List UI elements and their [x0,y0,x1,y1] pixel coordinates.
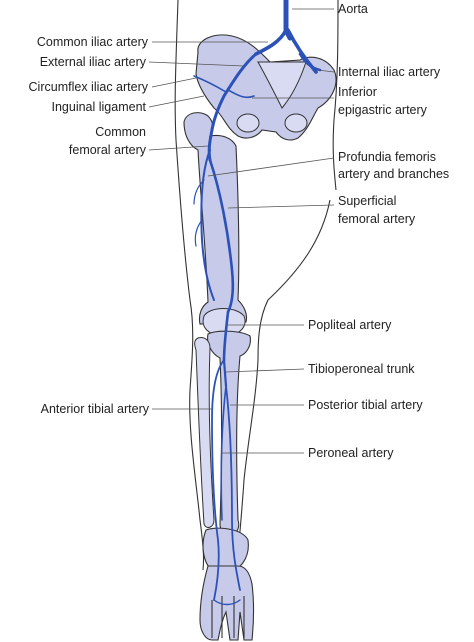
leader-tibioperoneal [225,368,305,373]
label-common-femoral-line1: Common [95,125,146,139]
label-tibioperoneal: Tibioperoneal trunk [308,362,415,376]
obturator-foramen-right [284,113,308,133]
circumflex-iliac-vessel [193,75,227,93]
leader-profunda [207,157,335,177]
label-inguinal-ligament: Inguinal ligament [51,100,146,114]
label-internal-iliac: Internal iliac artery [338,65,441,79]
profunda-branch-1 [193,179,205,205]
label-posterior-tibial: Posterior tibial artery [308,398,423,412]
internal-iliac-vessel [298,52,322,72]
profunda-branch-2 [194,219,203,247]
label-inferior-epigastric-line2: epigastric artery [338,103,428,117]
artery-tree [193,0,322,606]
label-aorta: Aorta [338,2,368,16]
label-superficial-femoral-line1: Superficial [338,194,396,208]
pelvis-ilium [195,34,337,141]
femur [183,112,248,325]
foot-bones [199,565,255,641]
leader-inguinal-ligament [148,95,205,108]
label-circumflex-iliac: Circumflex iliac artery [29,80,149,94]
superficial-femoral-vessel [208,158,235,314]
common-iliac-left-vessel [254,28,288,56]
label-inferior-epigastric-line1: Inferior [338,85,377,99]
external-iliac-vessel [210,52,258,132]
obturator-foramen-left [236,113,260,133]
tibioperoneal-trunk-vessel [222,358,228,388]
label-superficial-femoral-line2: femoral artery [338,212,416,226]
patella [202,308,246,337]
leader-circumflex-iliac [151,77,197,88]
sacrum [257,61,307,109]
leader-common-femoral [148,145,209,151]
leader-internal-iliac [317,69,335,73]
label-peroneal: Peroneal artery [308,446,394,460]
profunda-femoris-vessel [200,149,215,301]
label-profunda-line1: Profundia femoris [338,150,436,164]
foot-arch-vessel [213,599,241,606]
popliteal-vessel [222,310,230,362]
inferior-epigastric-vessel [227,89,255,99]
common-femoral-vessel [207,128,214,162]
label-common-iliac: Common iliac artery [37,35,149,49]
label-anterior-tibial: Anterior tibial artery [41,402,150,416]
label-popliteal: Popliteal artery [308,318,392,332]
fibula [194,337,215,528]
peroneal-vessel [220,385,227,521]
label-common-femoral-line2: femoral artery [69,143,147,157]
label-profunda-line2: artery and branches [338,167,449,181]
anterior-tibial-vessel [211,359,225,601]
leader-external-iliac [148,61,245,67]
leg-outline-medial [237,199,331,556]
posterior-tibial-vessel [225,385,241,591]
tibia [207,330,251,537]
label-external-iliac: External iliac artery [40,55,147,69]
leg-outline-lateral [174,0,205,571]
hip-outline-right [332,0,339,191]
leader-superficial-femoral [227,204,335,209]
